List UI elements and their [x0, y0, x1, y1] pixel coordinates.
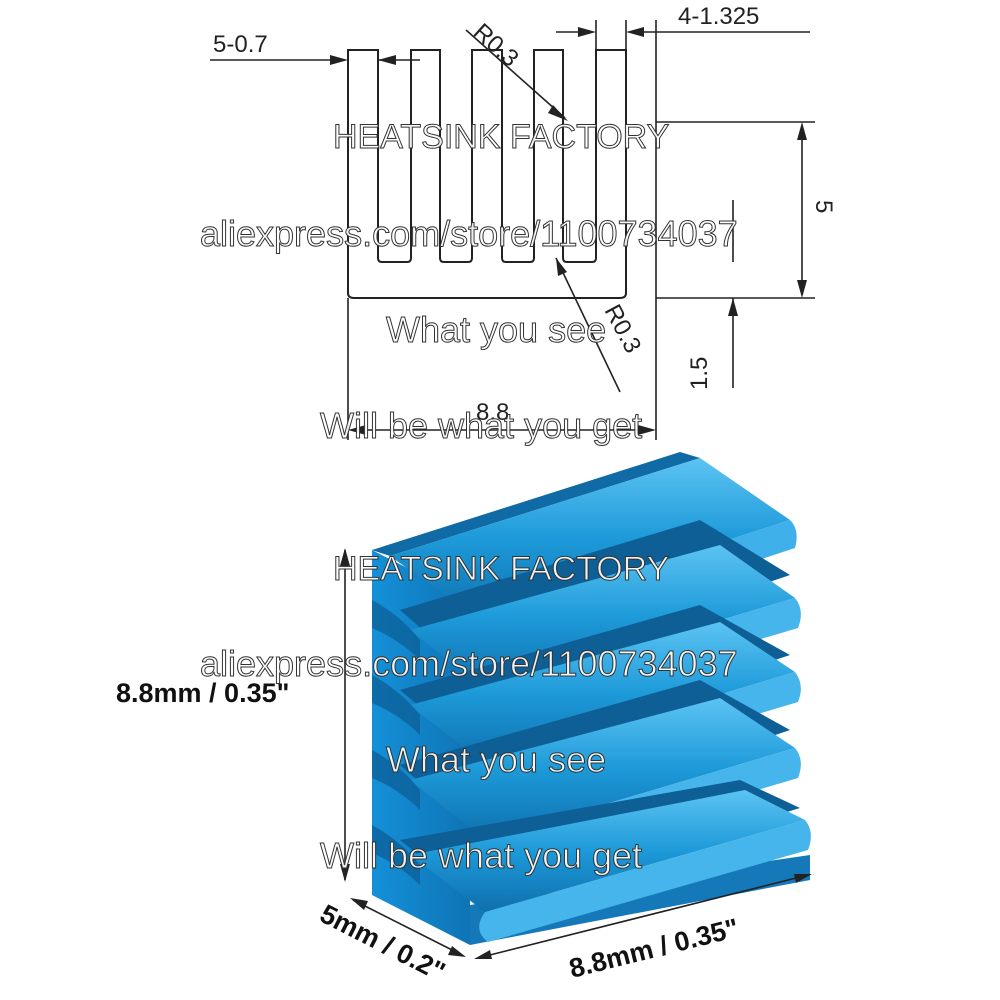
gap-width-label: 4-1.325: [678, 3, 759, 30]
watermark-line2: Will be what you get: [320, 405, 642, 446]
fin-height-label: 5: [810, 200, 837, 213]
watermark-line1: What you see: [386, 309, 606, 350]
watermark-brand: HEATSINK FACTORY: [333, 118, 669, 156]
watermark-bottom: HEATSINK FACTORY aliexpress.com/store/11…: [200, 550, 739, 877]
heatsink-profile: [347, 49, 627, 299]
watermark-url: aliexpress.com/store/1100734037: [200, 643, 738, 684]
watermark-line2: Will be what you get: [320, 835, 642, 876]
radius-top-label: R0.3: [468, 18, 524, 72]
product-width-label: 8.8mm / 0.35": [566, 913, 742, 984]
base-width-label: 8.8: [476, 399, 509, 426]
fin-thickness-label: 5-0.7: [213, 31, 268, 58]
heatsink-render: [372, 452, 811, 945]
base-thickness-label: 1.5: [686, 357, 713, 390]
watermark-line1: What you see: [386, 739, 606, 780]
watermark-url: aliexpress.com/store/1100734037: [200, 213, 738, 254]
watermark-top: HEATSINK FACTORY aliexpress.com/store/11…: [200, 118, 739, 447]
watermark-brand: HEATSINK FACTORY: [333, 550, 669, 588]
product-height-label: 8.8mm / 0.35": [116, 678, 289, 708]
